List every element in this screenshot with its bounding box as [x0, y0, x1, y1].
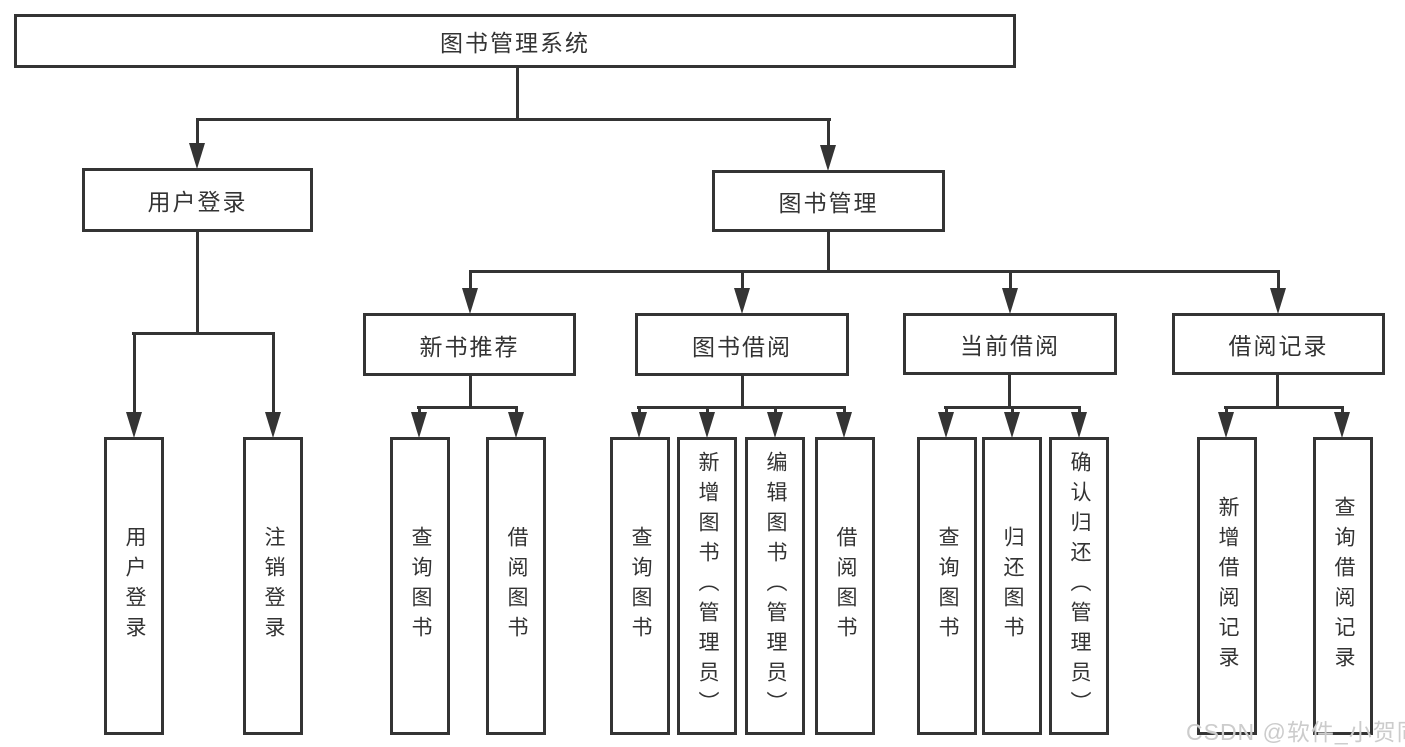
leaf-borrow-books-2-label: 借阅图书 [834, 526, 857, 646]
arrow-to-leaf-query-books-1 [411, 406, 427, 438]
leaf-return-books: 归还图书 [982, 437, 1042, 735]
arrow-to-user-login [189, 118, 205, 169]
connector-level1-split [196, 118, 831, 121]
leaf-confirm-return-admin-label: 确认归还（管理员） [1068, 451, 1091, 721]
leaf-logout: 注销登录 [243, 437, 303, 735]
node-borrow-records-label: 借阅记录 [1228, 333, 1329, 359]
leaf-add-books-admin: 新增图书（管理员） [677, 437, 737, 735]
arrow-to-leaf-user-login [126, 332, 142, 438]
connector-book-borrow-split [637, 406, 846, 409]
arrow-to-leaf-borrow-books-2 [836, 406, 852, 438]
node-root-label: 图书管理系统 [440, 30, 590, 56]
leaf-query-borrow-record-label: 查询借阅记录 [1332, 496, 1355, 676]
arrow-to-leaf-query-books-2 [631, 406, 647, 438]
leaf-edit-books-admin: 编辑图书（管理员） [745, 437, 805, 735]
leaf-query-books-3-label: 查询图书 [936, 526, 959, 646]
csdn-watermark: CSDN @软件_小贺同学 [1186, 719, 1405, 745]
arrow-to-leaf-edit-books-admin [767, 406, 783, 438]
connector-borrow-records-split [1224, 406, 1344, 409]
node-new-book-recommend-label: 新书推荐 [419, 333, 520, 360]
arrow-to-book-management [820, 118, 836, 171]
leaf-add-borrow-record-label: 新增借阅记录 [1216, 496, 1239, 676]
arrow-to-leaf-confirm-return [1071, 406, 1087, 438]
arrow-to-borrow-records [1270, 270, 1286, 314]
node-borrow-records: 借阅记录 [1172, 313, 1385, 375]
node-book-management: 图书管理 [712, 170, 945, 232]
leaf-add-borrow-record: 新增借阅记录 [1197, 437, 1257, 735]
connector-book-borrow-stub [741, 374, 744, 409]
node-new-book-recommend: 新书推荐 [363, 313, 576, 376]
arrow-to-leaf-query-books-3 [938, 406, 954, 438]
leaf-return-books-label: 归还图书 [1001, 526, 1024, 646]
leaf-confirm-return-admin: 确认归还（管理员） [1049, 437, 1109, 735]
leaf-query-books-2: 查询图书 [610, 437, 670, 735]
node-current-borrow-label: 当前借阅 [960, 333, 1060, 359]
leaf-user-login: 用户登录 [104, 437, 164, 735]
connector-borrow-records-stub [1276, 373, 1279, 409]
node-current-borrow: 当前借阅 [903, 313, 1117, 375]
arrow-to-leaf-return-books [1004, 406, 1020, 438]
connector-user-login-split [132, 332, 275, 335]
leaf-borrow-books-1-label: 借阅图书 [505, 526, 528, 646]
node-book-management-label: 图书管理 [778, 190, 879, 216]
connector-book-management-stub [827, 230, 830, 273]
node-book-borrow: 图书借阅 [635, 313, 849, 376]
connector-root-stub [516, 66, 519, 120]
connector-new-book-recommend-stub [469, 374, 472, 409]
arrow-to-book-borrow [734, 270, 750, 314]
leaf-query-books-3: 查询图书 [917, 437, 977, 735]
arrow-to-leaf-logout [265, 332, 281, 438]
leaf-query-books-1-label: 查询图书 [409, 526, 432, 646]
leaf-add-books-admin-label: 新增图书（管理员） [696, 451, 719, 721]
leaf-query-borrow-record: 查询借阅记录 [1313, 437, 1373, 735]
leaf-logout-label: 注销登录 [262, 526, 285, 646]
arrow-to-leaf-borrow-books-1 [508, 406, 524, 438]
connector-current-borrow-stub [1008, 373, 1011, 409]
arrow-to-leaf-add-books-admin [699, 406, 715, 438]
node-user-login-label: 用户登录 [147, 189, 248, 215]
leaf-user-login-label: 用户登录 [123, 526, 146, 646]
leaf-query-books-2-label: 查询图书 [629, 526, 652, 646]
leaf-edit-books-admin-label: 编辑图书（管理员） [764, 451, 787, 721]
connector-level2-split [469, 270, 1280, 273]
leaf-query-books-1: 查询图书 [390, 437, 450, 735]
arrow-to-leaf-query-borrow-record [1334, 406, 1350, 438]
arrow-to-new-book-recommend [462, 270, 478, 314]
node-root-library-management-system: 图书管理系统 [14, 14, 1016, 68]
arrow-to-current-borrow [1002, 270, 1018, 314]
connector-new-book-recommend-split [417, 406, 518, 409]
leaf-borrow-books-1: 借阅图书 [486, 437, 546, 735]
arrow-to-leaf-add-borrow-record [1218, 406, 1234, 438]
node-user-login: 用户登录 [82, 168, 313, 232]
connector-user-login-stub [196, 230, 199, 334]
leaf-borrow-books-2: 借阅图书 [815, 437, 875, 735]
node-book-borrow-label: 图书借阅 [692, 333, 792, 360]
